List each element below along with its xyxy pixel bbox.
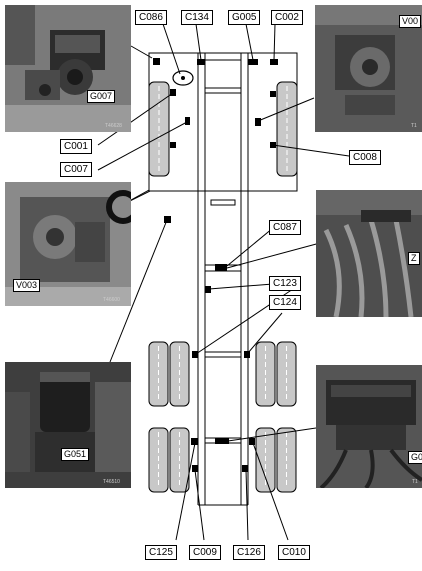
rear-axle-2-tyres xyxy=(148,427,297,493)
photo-g007: G007 T46628 xyxy=(5,5,131,132)
photo-label-v003: V003 xyxy=(13,279,41,292)
photo-label-g051: G051 xyxy=(61,448,90,461)
label-c010: C010 xyxy=(278,545,310,560)
label-c002: C002 xyxy=(271,10,303,25)
label-c134: C134 xyxy=(181,10,213,25)
label-c001: C001 xyxy=(60,139,92,154)
label-c008: C008 xyxy=(349,150,381,165)
label-c126: C126 xyxy=(233,545,265,560)
photo-v00: V00 T1 xyxy=(315,5,422,132)
cab-outline xyxy=(148,52,298,192)
label-c123: C123 xyxy=(269,276,301,291)
label-c125: C125 xyxy=(145,545,177,560)
photo-g0: G0 T1 xyxy=(316,365,422,488)
front-left-tyre xyxy=(148,81,170,177)
photo-label-g0: G0 xyxy=(408,451,422,464)
photo-z: Z xyxy=(316,190,422,317)
label-c007: C007 xyxy=(60,162,92,177)
label-c009: C009 xyxy=(189,545,221,560)
label-c086: C086 xyxy=(135,10,167,25)
rear-axle-1-tyres xyxy=(148,341,297,407)
label-c124: C124 xyxy=(269,295,301,310)
photo-g051: G051 T46510 xyxy=(5,362,131,488)
c086-highlight xyxy=(172,70,194,86)
photo-label-z: Z xyxy=(408,252,420,265)
front-right-tyre xyxy=(276,81,298,177)
connector-markers xyxy=(153,58,278,472)
photo-code: T46628 xyxy=(105,123,122,129)
photo-v003: V003 T46600 xyxy=(5,182,131,306)
leader-lines xyxy=(97,23,350,541)
photo-label-g007: G007 xyxy=(87,90,116,103)
label-c087: C087 xyxy=(269,220,301,235)
photo-label-v00: V00 xyxy=(399,15,422,28)
label-g005: G005 xyxy=(228,10,261,25)
